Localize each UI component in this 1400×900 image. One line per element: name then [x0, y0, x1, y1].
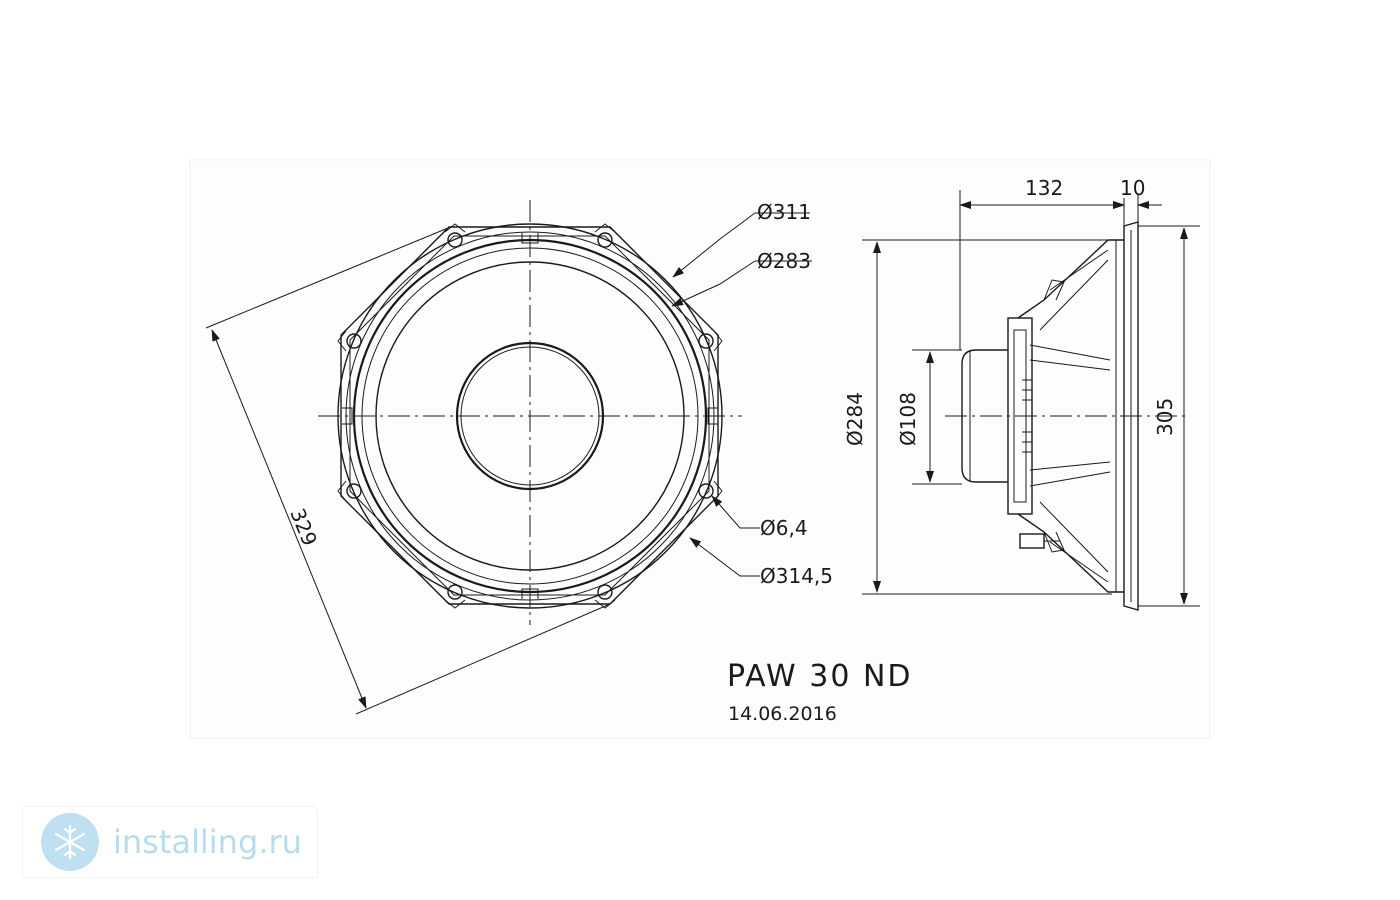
dim-108-label: Ø108: [896, 392, 920, 446]
mounting-hole: [698, 483, 714, 499]
front-view: Ø311 Ø283 Ø6,4 Ø314,5 329: [205, 200, 833, 715]
dim-6-4-label: Ø6,4: [760, 516, 808, 540]
snowflake-logo-icon: [41, 813, 99, 871]
dim-132-label: 132: [1025, 176, 1063, 200]
dim-284-label: Ø284: [843, 392, 867, 446]
dim-10-label: 10: [1120, 176, 1145, 200]
side-view: 132 10 Ø284 Ø108 305: [843, 176, 1200, 611]
mounting-hole: [597, 232, 613, 248]
watermark-text: installing.ru: [113, 823, 302, 861]
basket: [1017, 239, 1124, 593]
front-flange: [1123, 221, 1139, 611]
mounting-hole: [698, 333, 714, 349]
dim-311-label: Ø311: [757, 200, 811, 224]
mounting-hole: [597, 584, 613, 600]
mounting-hole: [447, 232, 463, 248]
dim-305-label: 305: [1153, 398, 1177, 436]
watermark: installing.ru: [22, 806, 318, 878]
mounting-hole: [447, 584, 463, 600]
dim-314-5-label: Ø314,5: [760, 564, 833, 588]
dim-283-label: Ø283: [757, 249, 811, 273]
model-title: PAW 30 ND: [727, 659, 913, 694]
drawing-date: 14.06.2016: [728, 703, 837, 725]
